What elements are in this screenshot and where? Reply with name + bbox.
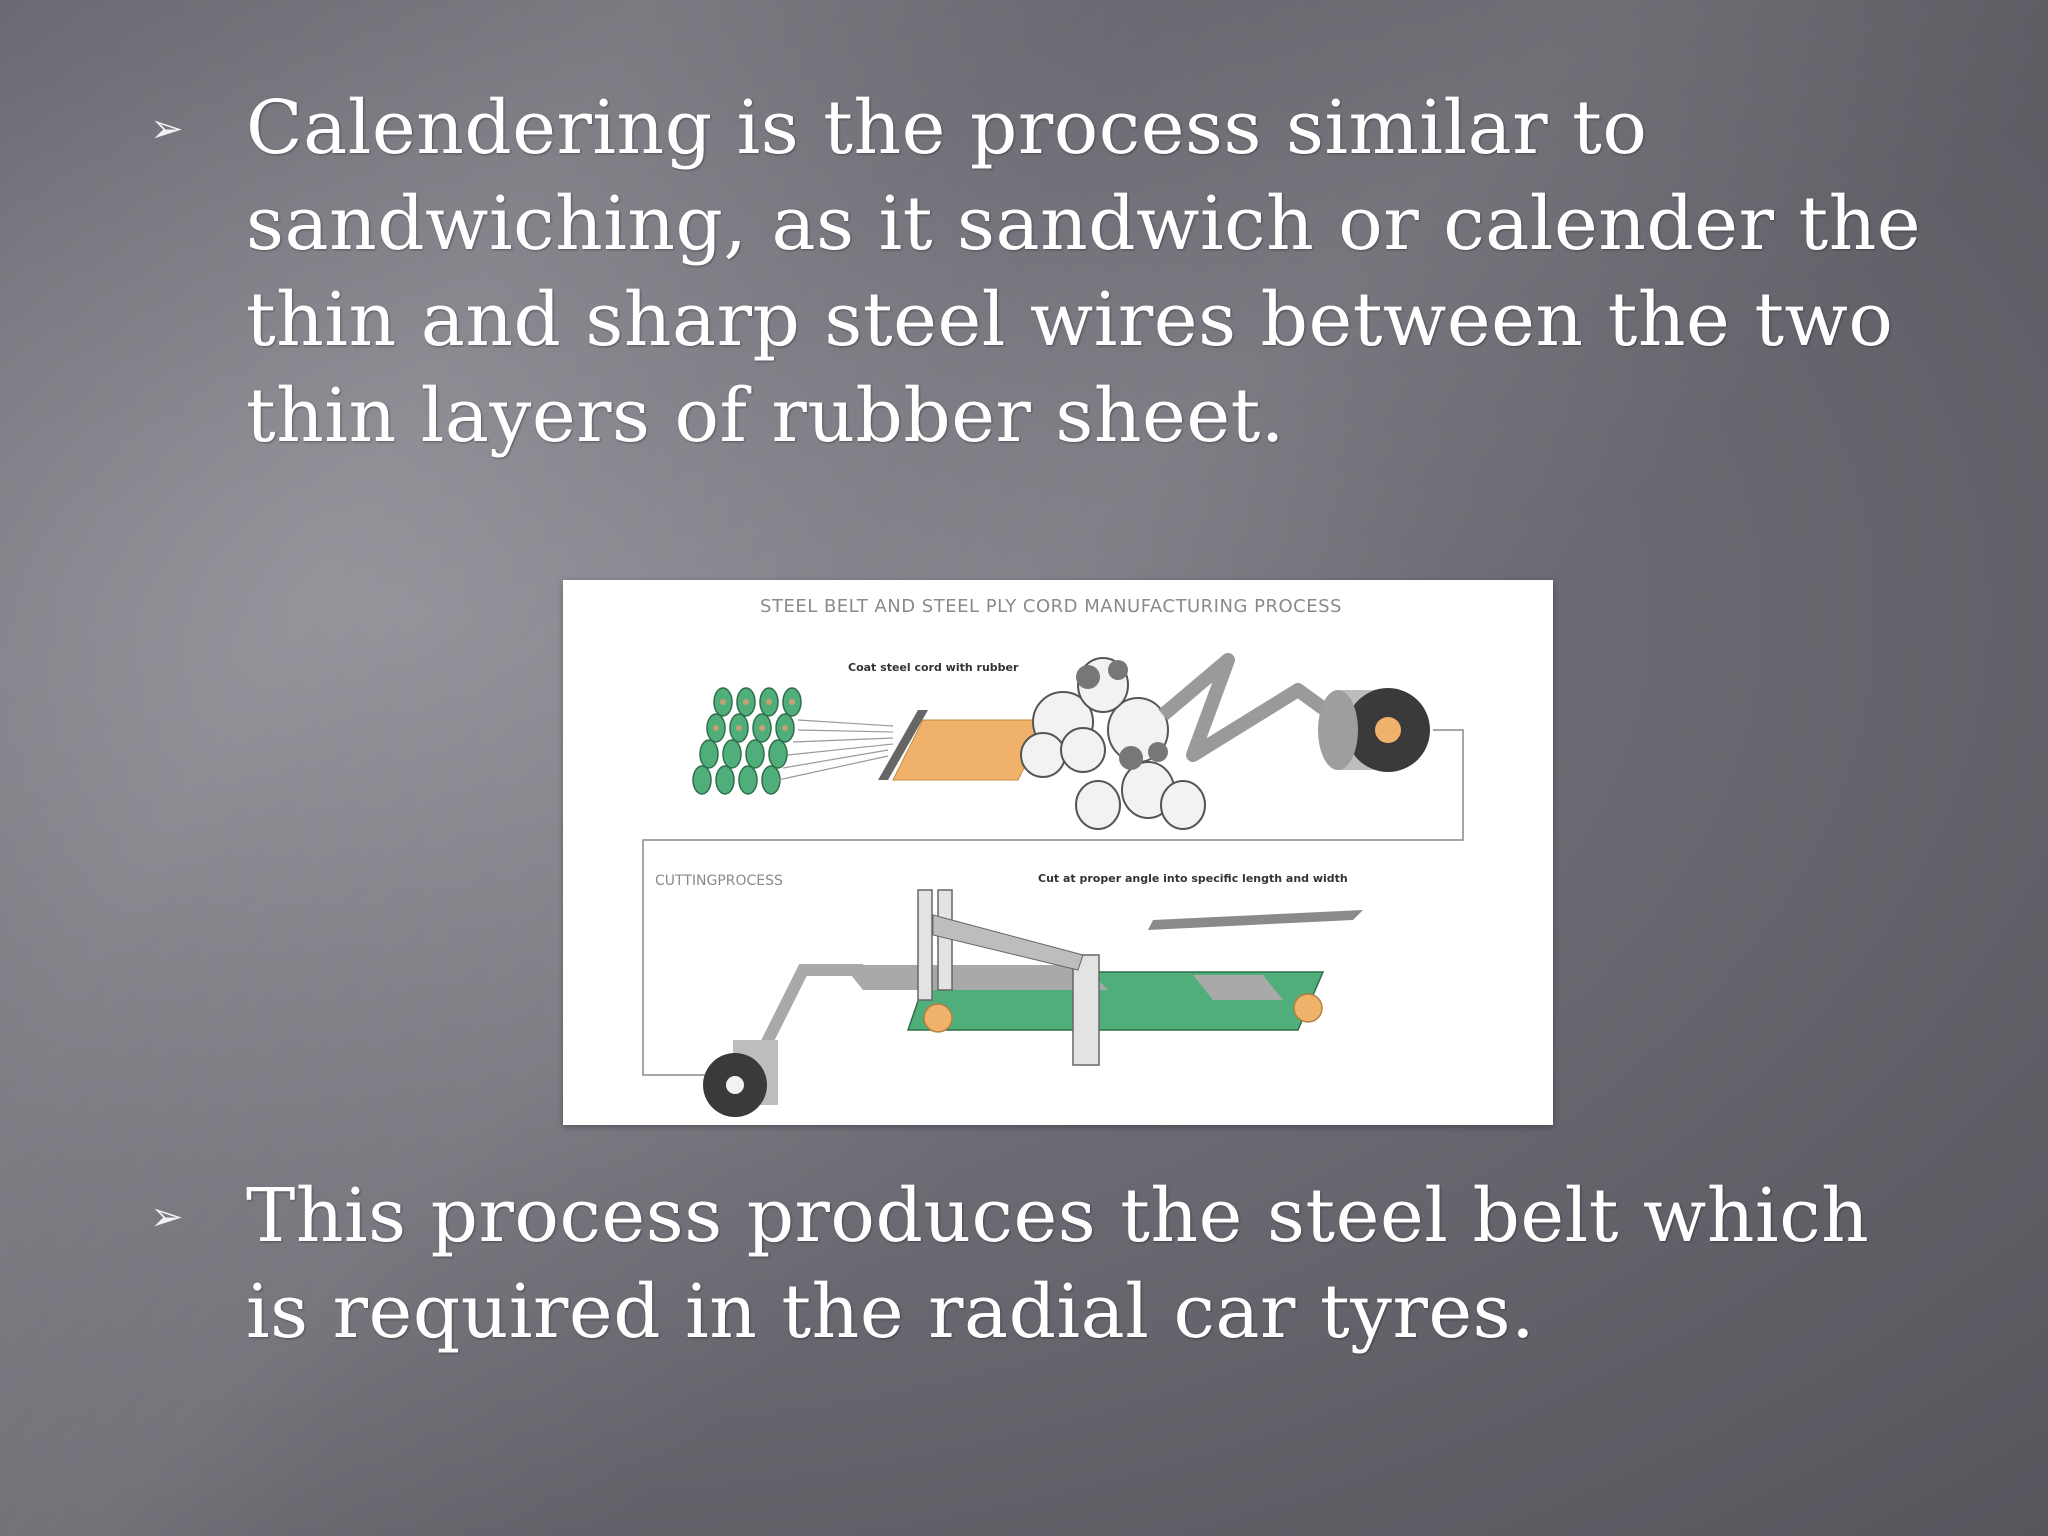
steel-cord-spools bbox=[692, 687, 802, 795]
wire-guide bbox=[878, 710, 928, 780]
winding-roll bbox=[1318, 688, 1430, 772]
cut-sheet bbox=[1148, 910, 1363, 930]
steel-wires bbox=[777, 719, 894, 781]
steel-strip bbox=[843, 965, 1108, 990]
steel-belt-process-diagram: STEEL BELT AND STEEL PLY CORD MANUFACTUR… bbox=[563, 580, 1553, 1125]
coat-label: Coat steel cord with rubber bbox=[848, 661, 1019, 674]
process-flow-line bbox=[642, 729, 1464, 1076]
cutter-blade bbox=[932, 914, 1084, 971]
roller-gears bbox=[1076, 660, 1168, 770]
zigzag-sheet bbox=[1158, 653, 1358, 762]
process-diagram-svg: STEEL BELT AND STEEL PLY CORD MANUFACTUR… bbox=[642, 596, 1464, 1117]
cut-label: Cut at proper angle into specific length… bbox=[1038, 872, 1348, 885]
bullet-arrow-icon: ➢ bbox=[150, 1194, 184, 1240]
bullet-arrow-icon: ➢ bbox=[150, 106, 184, 152]
bullet-text: This process produces the steel belt whi… bbox=[246, 1173, 1870, 1355]
bullet-text: Calendering is the process similar to sa… bbox=[246, 85, 1922, 459]
cutting-process-label: CUTTINGPROCESS bbox=[655, 873, 783, 889]
diagram-title: STEEL BELT AND STEEL PLY CORD MANUFACTUR… bbox=[760, 596, 1342, 617]
cutter-frame bbox=[917, 889, 1100, 1066]
supply-roll bbox=[703, 1040, 778, 1117]
bullet-item-steel-belt: ➢ This process produces the steel belt w… bbox=[150, 1168, 1950, 1360]
rubber-sheet bbox=[892, 719, 1049, 781]
bullet-item-calendering: ➢ Calendering is the process similar to … bbox=[150, 80, 1950, 464]
calender-rollers bbox=[1020, 657, 1206, 830]
